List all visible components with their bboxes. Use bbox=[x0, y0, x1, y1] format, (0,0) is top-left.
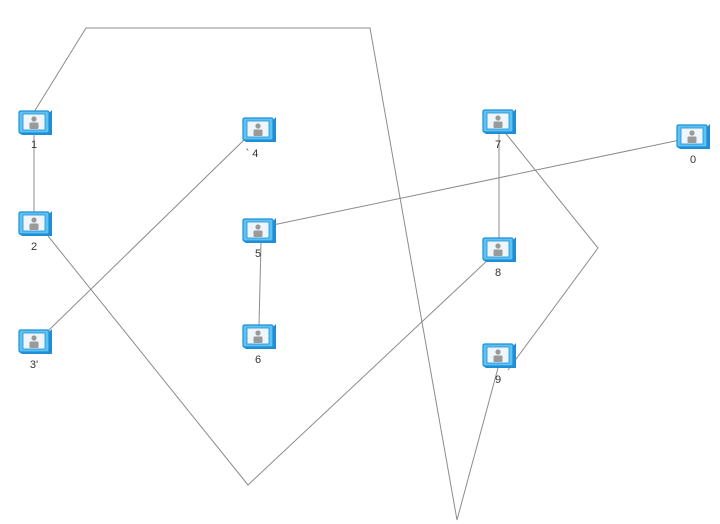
node-label: 6 bbox=[255, 354, 261, 366]
computer-user-icon bbox=[676, 124, 710, 149]
computer-user-icon bbox=[242, 117, 276, 142]
node-label: ` 4 bbox=[246, 148, 259, 160]
node-3[interactable]: 3' bbox=[18, 329, 52, 371]
edge-n7-n9 bbox=[502, 129, 599, 371]
computer-user-icon bbox=[242, 218, 276, 243]
edge-n3-n4 bbox=[47, 137, 247, 332]
node-4[interactable]: ` 4 bbox=[242, 117, 276, 160]
edge-n2-n8 bbox=[47, 235, 491, 486]
node-6[interactable]: 6 bbox=[242, 324, 276, 366]
node-label: 0 bbox=[690, 154, 696, 166]
computer-user-icon bbox=[482, 109, 516, 134]
computer-user-icon bbox=[482, 237, 516, 262]
node-2[interactable]: 2 bbox=[18, 211, 52, 253]
computer-user-icon bbox=[18, 110, 52, 135]
edge-n5-n0 bbox=[267, 139, 681, 227]
edge-n5-n6 bbox=[258, 242, 262, 326]
edge-n1-n3 bbox=[33, 27, 499, 521]
node-5[interactable]: 5 bbox=[242, 218, 276, 260]
node-label: 7 bbox=[495, 139, 501, 151]
node-0[interactable]: 0 bbox=[676, 124, 710, 166]
node-7[interactable]: 7 bbox=[482, 109, 516, 151]
node-label: 9 bbox=[495, 374, 501, 386]
node-label: 5 bbox=[255, 248, 261, 260]
edge-layer bbox=[33, 27, 681, 521]
node-1[interactable]: 1 bbox=[18, 110, 52, 151]
node-8[interactable]: 8 bbox=[482, 237, 516, 279]
node-label: 3' bbox=[30, 359, 38, 371]
computer-user-icon bbox=[482, 343, 516, 368]
node-9[interactable]: 9 bbox=[482, 343, 516, 386]
node-label: 2 bbox=[31, 241, 37, 253]
node-label: 1 bbox=[31, 139, 37, 151]
node-layer: 1 2 3' ` 4 5 6 7 8 9 0 bbox=[18, 109, 710, 386]
computer-user-icon bbox=[18, 211, 52, 236]
computer-user-icon bbox=[242, 324, 276, 349]
node-label: 8 bbox=[495, 267, 501, 279]
computer-user-icon bbox=[18, 329, 52, 354]
